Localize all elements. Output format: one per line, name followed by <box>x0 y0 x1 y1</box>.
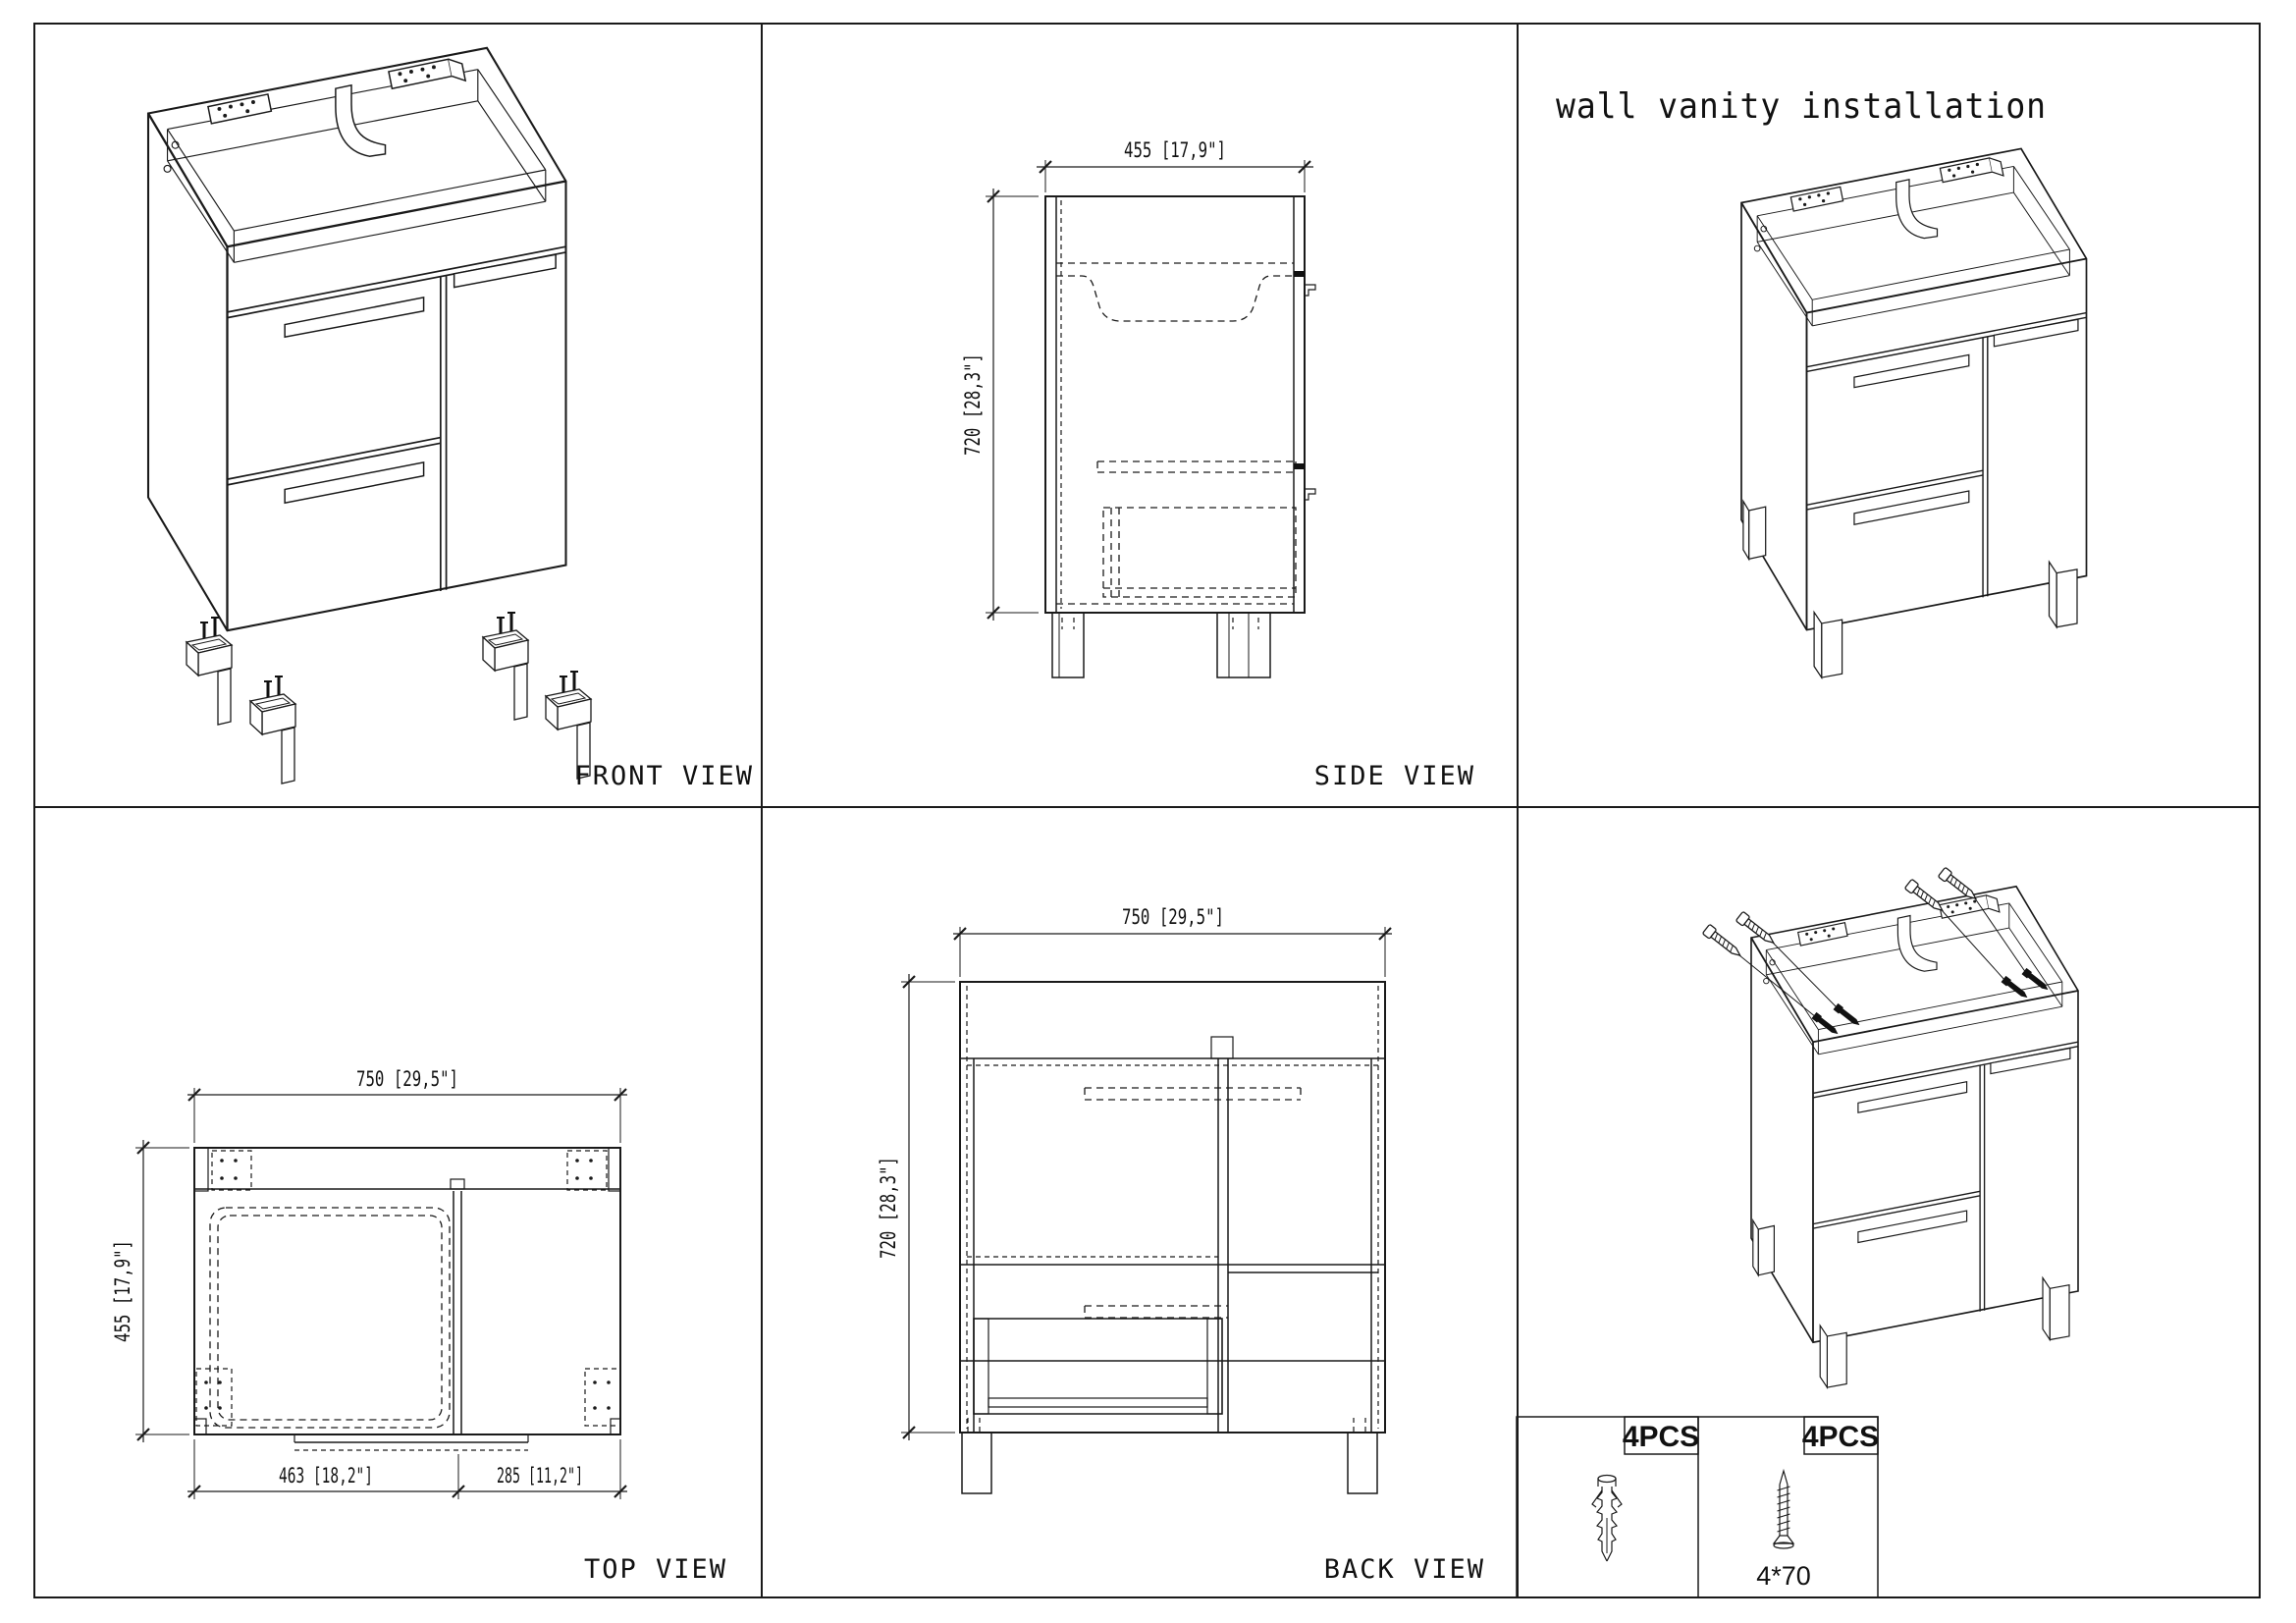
installed-vanity-drawing <box>1750 885 2079 1344</box>
installation-screw-icon <box>1701 923 1745 961</box>
detached-leg-icon <box>248 675 297 785</box>
bracket-top-left <box>211 1150 252 1191</box>
installation-panel: wall vanity installation <box>1556 86 2088 678</box>
back-view-label: BACK VIEW <box>1324 1554 1485 1585</box>
back-view-panel: 750 [29,5"] 720 [28,3"] BACK VIEW <box>877 905 1485 1585</box>
screw-qty-badge: 4PCS <box>1802 1421 1879 1453</box>
bracket-bottom-right <box>584 1368 621 1427</box>
side-height-dimension: 720 [28,3"] <box>961 353 985 456</box>
side-width-dimension: 455 [17,9"] <box>1124 138 1226 162</box>
top-bottom-left-dimension: 463 [18,2"] <box>279 1464 373 1488</box>
top-bottom-right-dimension: 285 [11,2"] <box>497 1464 583 1488</box>
top-depth-dimension: 455 [17,9"] <box>111 1240 134 1342</box>
installed-vanity-drawing <box>1740 147 2088 631</box>
front-view-drawing <box>146 46 567 632</box>
installation-screws-panel: 4PCS 4PCS <box>1516 866 2079 1598</box>
detached-leg-icon <box>185 616 234 727</box>
anchor-qty-badge: 4PCS <box>1623 1421 1699 1453</box>
hardware-table: 4PCS 4PCS <box>1516 1416 1879 1598</box>
sheet-grid <box>33 23 2261 1598</box>
top-width-dimension: 750 [29,5"] <box>356 1067 458 1091</box>
bracket-bottom-left <box>195 1368 233 1427</box>
front-view-label: FRONT VIEW <box>574 761 754 791</box>
side-view-label: SIDE VIEW <box>1314 761 1475 791</box>
top-view-label: TOP VIEW <box>584 1554 727 1585</box>
back-height-dimension: 720 [28,3"] <box>877 1157 900 1259</box>
bracket-top-right <box>566 1150 608 1191</box>
back-width-dimension: 750 [29,5"] <box>1122 905 1224 929</box>
screw-size-label: 4*70 <box>1756 1561 1811 1591</box>
wall-anchor-icon <box>1591 1474 1623 1562</box>
side-view-panel: 455 [17,9"] 720 [28,3"] SIDE VIEW <box>961 138 1475 791</box>
detached-leg-icon <box>481 611 530 722</box>
wood-screw-icon <box>1772 1468 1795 1549</box>
installation-title: wall vanity installation <box>1556 86 2047 127</box>
top-view-panel: 750 [29,5"] 455 [17,9"] 463 [18,2"] 285 … <box>111 1067 727 1585</box>
front-view-panel: FRONT VIEW <box>146 46 754 791</box>
